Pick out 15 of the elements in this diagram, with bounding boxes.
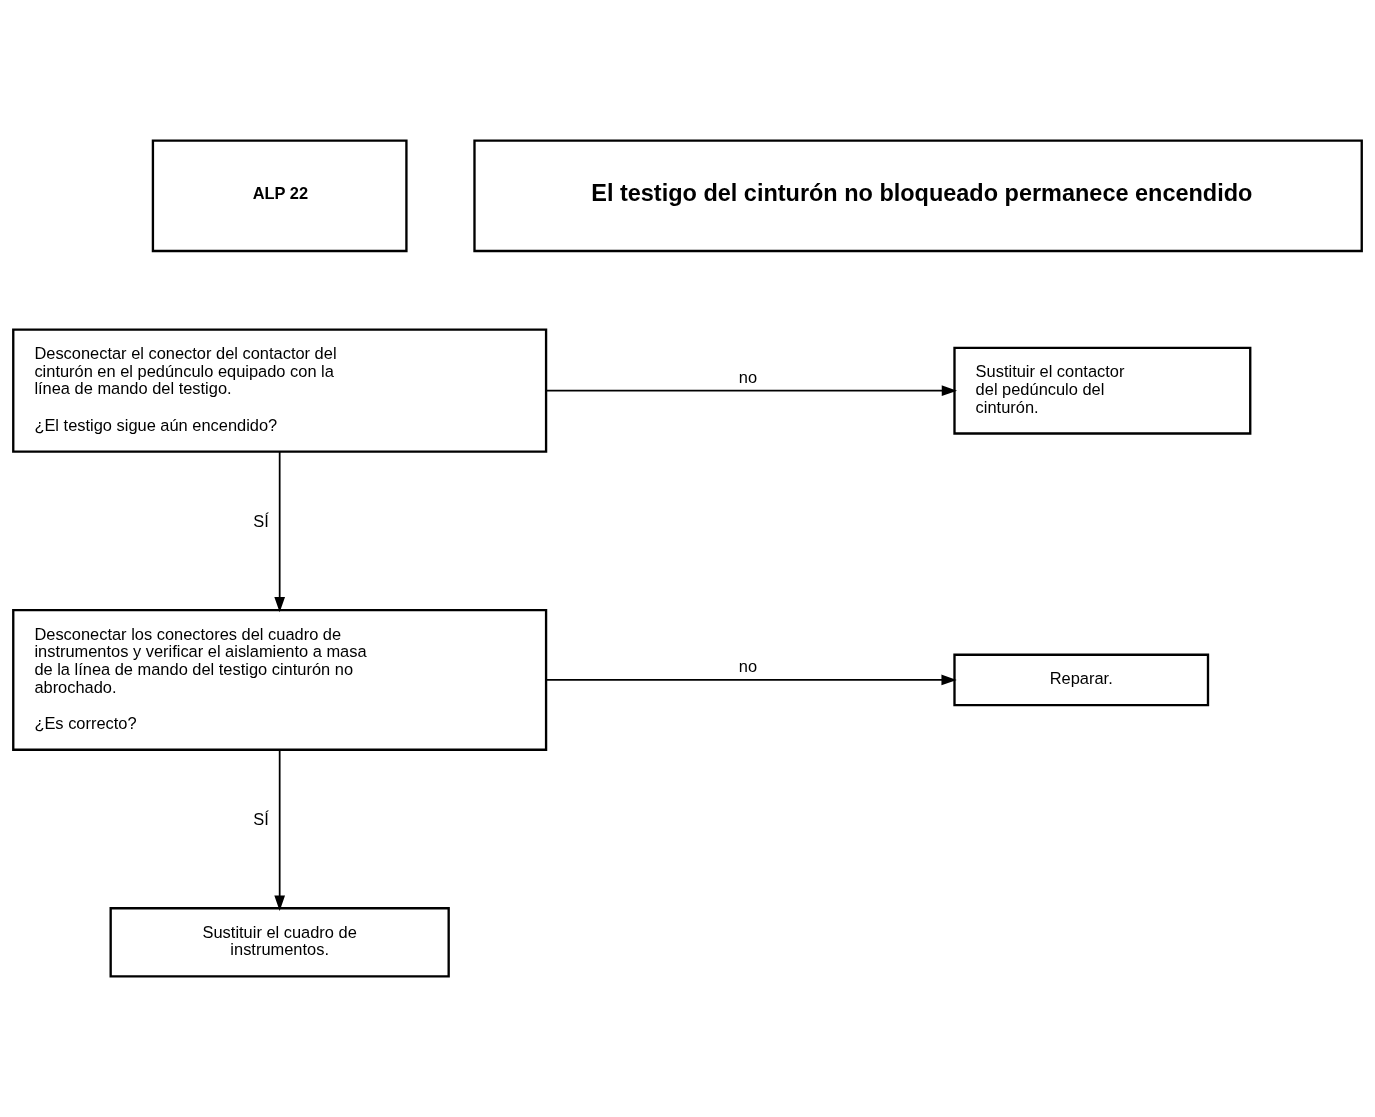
node-box: Desconectar el conector del contactor del cinturón en el pedúnculo equipado con la línea de mando del testigo. ¿El testigo sigue aún encendido? [12, 328, 548, 453]
arrow [545, 385, 958, 397]
node-box: Sustituir el contactor del pedúnculo del cinturón. [953, 346, 1252, 435]
arrow [274, 749, 286, 911]
edge-label: no [738, 656, 758, 675]
arrow [274, 451, 286, 613]
edge-label: no [738, 367, 758, 386]
node-box: Sustituir el cuadro de instrumentos. [109, 907, 450, 978]
node-box: ALP 22 [151, 139, 408, 253]
node-box: El testigo del cinturón no bloqueado permanece encendido [473, 139, 1363, 253]
arrow [545, 674, 957, 686]
node-box: Desconectar los conectores del cuadro de instrumentos y verificar el aislamiento a masa de la línea de mando del testigo cinturón no abrochado. ¿Es correcto? [12, 608, 548, 751]
edge-label: SÍ [253, 511, 269, 530]
edge-label: SÍ [253, 809, 269, 828]
node-box: Reparar. [953, 653, 1210, 707]
